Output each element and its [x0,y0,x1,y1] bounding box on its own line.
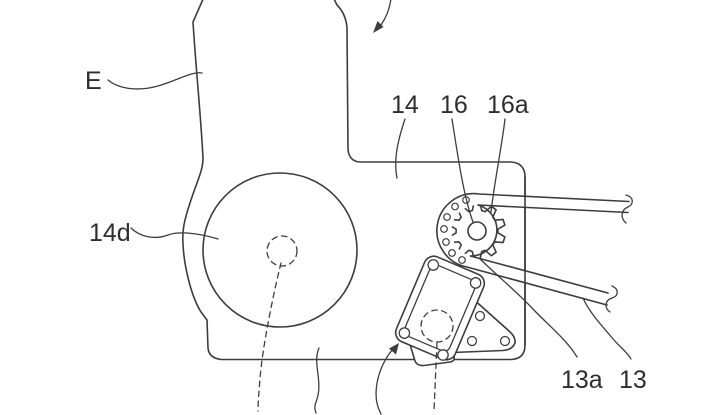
cover-centerline-dashed [433,342,438,412]
chain [436,192,633,313]
cover-dashed-circle [420,309,454,343]
leader-14d [130,227,219,240]
boss-centerline-dashed [257,262,282,412]
leader-13 [582,297,632,360]
leader-E [107,72,203,90]
pointer-arrow-icon [375,343,399,415]
boss-center-dashed-circle [266,235,298,267]
cover-outer-rect [394,255,486,361]
chain-inner-edge [469,204,629,294]
label-engine: E [85,67,102,95]
label-chain: 13 [619,366,647,394]
cover-screw-hole [469,277,482,289]
reference-labels: E 14 16 16a 14d 13a 13 [85,67,647,394]
case-boss [202,172,358,412]
bracket-hole [466,335,478,347]
chain-lower-break-line [605,285,618,313]
leader-16a [490,118,506,213]
cover-plate [394,255,486,412]
bracket-hole [499,335,511,347]
sprocket-hub [467,221,487,241]
engine-housing-outline [181,0,526,361]
leader-13a [479,258,578,358]
chain-rollers [440,196,470,264]
leader-16 [451,118,474,223]
cover-screw-hole [398,327,411,339]
chain-outer-edge [436,192,630,306]
label-case-boss: 14d [89,219,131,247]
leader-bottom-edge [314,347,320,414]
label-sprocket-teeth: 16a [487,91,529,119]
cover-inner-rect [403,264,477,352]
leader-14 [395,118,406,179]
direction-arrow-icon [373,0,392,33]
label-chain-run: 13a [561,366,603,394]
leader-lines [107,72,632,414]
chain-upper-break-line [621,194,633,224]
tab-screw-hole [437,349,449,361]
cover-screw-hole [427,259,440,271]
label-sprocket: 16 [440,91,468,119]
bracket-hole [474,310,486,322]
housing-path [181,0,526,361]
boss-circle [202,172,358,328]
label-chain-case: 14 [391,91,419,119]
